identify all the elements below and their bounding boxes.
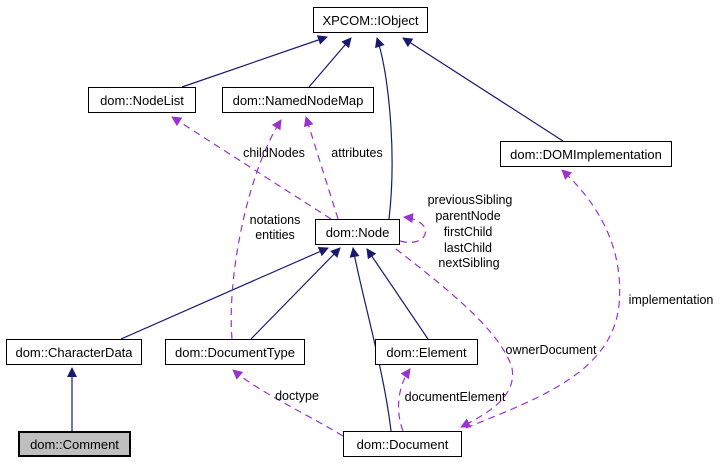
edge-label-lastchild: lastChild	[444, 241, 492, 255]
edge-label-documentelement: documentElement	[404, 390, 506, 404]
edge-label-firstchild: firstChild	[443, 225, 493, 239]
edge-label-entities: entities	[255, 228, 295, 242]
edge-inherit-element-to-node	[366, 248, 429, 340]
edge-label-ownerdocument: ownerDocument	[505, 343, 597, 357]
node-dom-comment[interactable]: dom::Comment	[18, 431, 131, 457]
node-dom-element[interactable]: dom::Element	[375, 339, 478, 365]
node-dom-nodelist[interactable]: dom::NodeList	[88, 87, 196, 113]
edge-inherit-nodelist-to-iobject	[181, 35, 328, 88]
edge-usage-node-self-loop	[399, 213, 426, 243]
edge-usage-doctype	[232, 369, 344, 437]
edge-usage-notations-entities	[230, 119, 282, 340]
node-dom-namednodemap[interactable]: dom::NamedNodeMap	[222, 87, 374, 113]
edge-label-implementation: implementation	[628, 293, 714, 307]
edge-label-parentnode: parentNode	[435, 209, 501, 223]
node-dom-node[interactable]: dom::Node	[315, 219, 400, 245]
edge-usage-implementation	[465, 169, 621, 429]
edge-usage-documentelement	[397, 368, 411, 432]
edge-label-previoussibling: previousSibling	[427, 193, 513, 207]
node-dom-characterdata[interactable]: dom::CharacterData	[6, 339, 142, 365]
edge-label-childnodes: childNodes	[243, 146, 305, 160]
edge-label-nextsibling: nextSibling	[438, 256, 500, 270]
node-xpcom-iobject[interactable]: XPCOM::IObject	[313, 7, 428, 33]
edge-inherit-document-to-node	[349, 247, 392, 432]
edge-inherit-namednodemap-to-iobject	[308, 37, 352, 88]
node-dom-documenttype[interactable]: dom::DocumentType	[165, 339, 305, 365]
node-dom-document[interactable]: dom::Document	[343, 431, 462, 457]
edge-label-notations: notations	[249, 213, 301, 227]
edge-inherit-domimplementation-to-iobject	[402, 37, 564, 142]
edge-inherit-documenttype-to-node	[250, 247, 341, 340]
edge-usage-childnodes	[171, 116, 332, 220]
edge-inherit-characterdata-to-node	[120, 247, 329, 340]
edge-label-attributes: attributes	[331, 146, 383, 160]
node-dom-domimplementation[interactable]: dom::DOMImplementation	[500, 141, 672, 167]
edge-label-doctype: doctype	[275, 389, 319, 403]
edge-usage-ownerdocument	[395, 248, 514, 428]
edge-usage-attributes	[303, 116, 339, 220]
edge-inherit-node-to-iobject	[375, 37, 393, 220]
